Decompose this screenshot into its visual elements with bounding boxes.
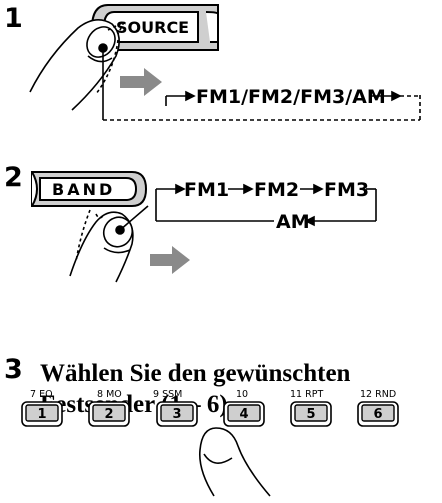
preset-button-3[interactable]: 3 — [156, 401, 198, 427]
press-arrow-icon — [150, 246, 190, 274]
preset-4-label: 10 — [236, 389, 248, 400]
step-3-instruction: Wählen Sie den gewünschten Festsender (1… — [40, 358, 350, 420]
step-2-flow-lines — [119, 183, 377, 231]
step-2-seq-fm1: FM1 — [184, 179, 229, 201]
preset-1-label: 7 EQ — [30, 389, 53, 400]
preset-key-3: 3 — [172, 407, 181, 422]
band-button[interactable]: BAND — [31, 171, 148, 207]
preset-key-6: 6 — [373, 407, 382, 422]
preset-key-1: 1 — [37, 407, 46, 422]
preset-3-label: 9 SSM — [153, 389, 182, 400]
preset-button-2[interactable]: 2 — [88, 401, 130, 427]
instruction-line-1: Wählen Sie den gewünschten — [40, 360, 351, 387]
preset-key-2: 2 — [104, 407, 113, 422]
source-button[interactable]: SOURCE — [90, 4, 219, 51]
finger-press-icon — [69, 209, 134, 283]
preset-button-6[interactable]: 6 — [357, 401, 399, 427]
preset-button-1[interactable]: 1 — [21, 401, 63, 427]
step-1-flow-lines — [102, 48, 421, 121]
source-button-label: SOURCE — [116, 18, 189, 37]
preset-2-label: 8 MO — [97, 389, 122, 400]
step-2-seq-am: AM — [276, 211, 310, 233]
preset-button-4[interactable]: 4 — [223, 401, 265, 427]
instruction-line-2: Festsender (1 – 6). — [40, 391, 234, 418]
preset-5-label: 11 RPT — [290, 389, 323, 400]
finger-press-icon — [198, 427, 271, 497]
band-button-label: BAND — [52, 180, 115, 199]
press-arrow-icon — [120, 68, 162, 96]
step-3-number: 3 — [4, 354, 23, 385]
preset-key-5: 5 — [306, 407, 315, 422]
step-2-seq-fm3: FM3 — [324, 179, 369, 201]
finger-press-icon — [29, 19, 126, 111]
preset-buttons: 7 EQ 1 8 MO 2 9 SSM 3 10 4 11 RPT — [21, 389, 399, 427]
step-1-sequence: FM1/FM2/FM3/AM — [196, 86, 386, 108]
step-1-number: 1 — [4, 3, 23, 34]
preset-button-5[interactable]: 5 — [290, 401, 332, 427]
preset-key-4: 4 — [239, 407, 248, 422]
step-2-seq-fm2: FM2 — [254, 179, 299, 201]
step-2-number: 2 — [4, 162, 23, 193]
preset-6-label: 12 RND — [360, 389, 396, 400]
